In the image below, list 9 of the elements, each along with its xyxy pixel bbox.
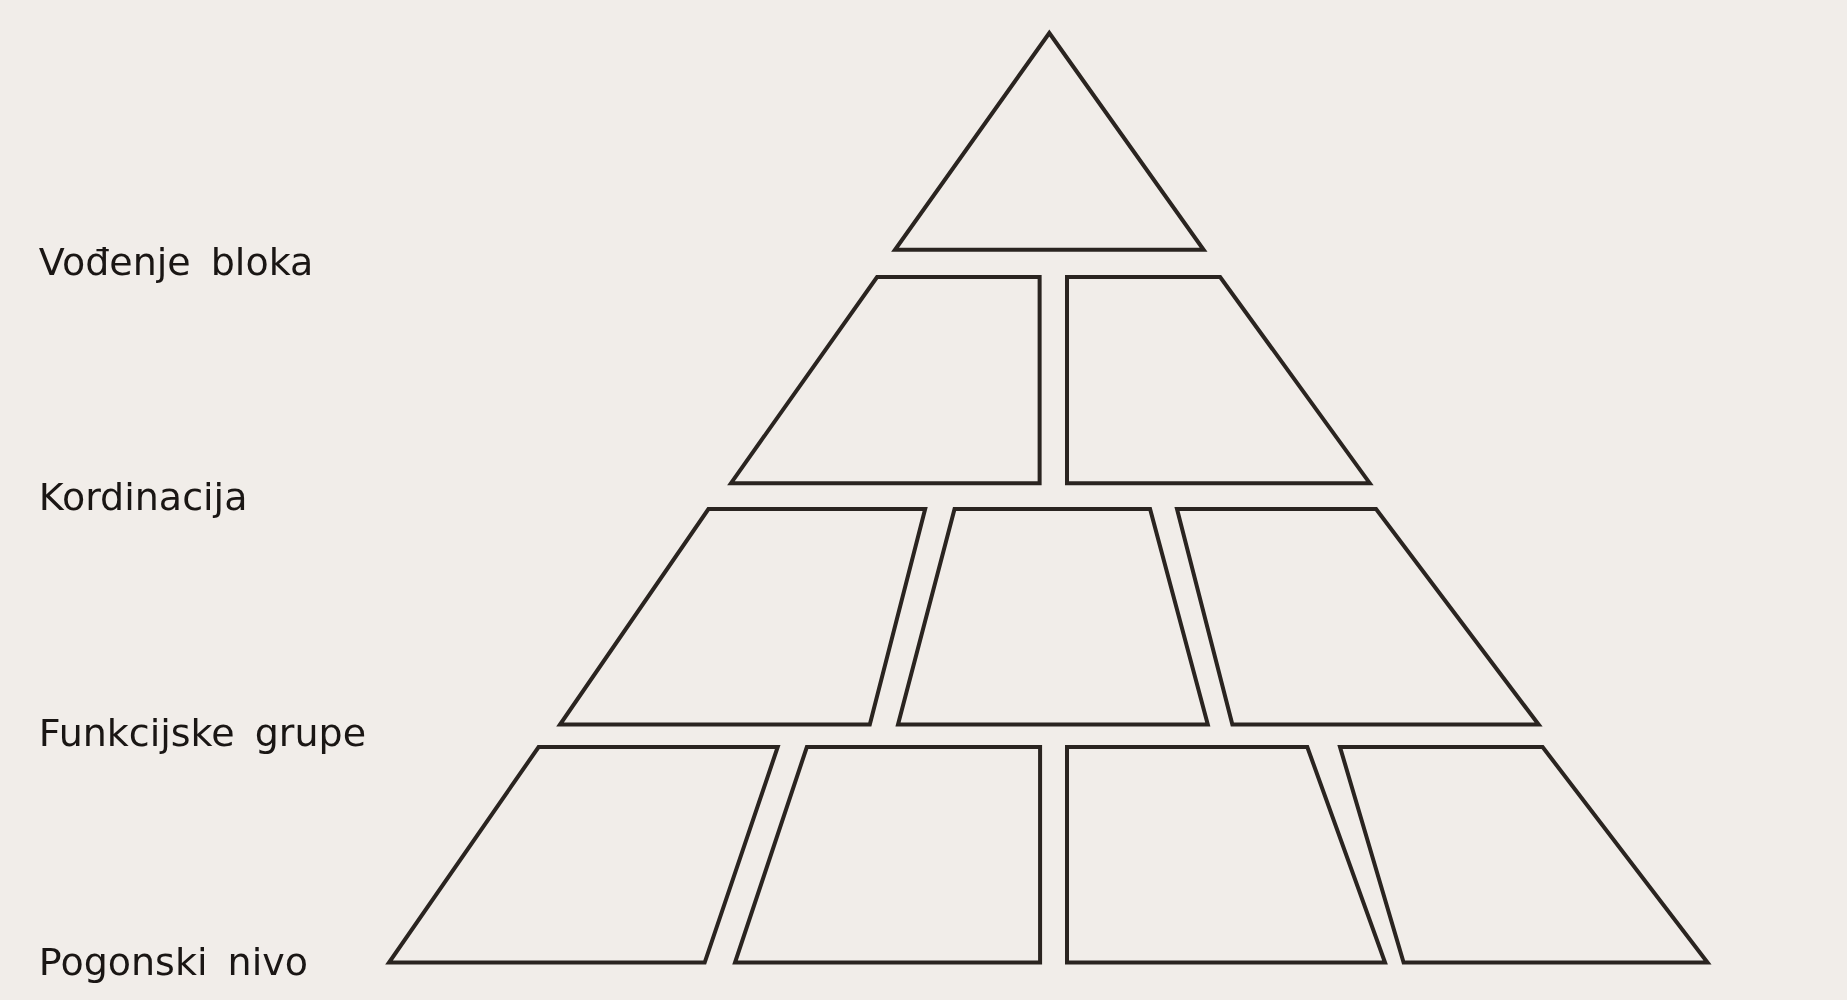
level-label: Vođenje bloka xyxy=(38,239,314,284)
pyramid-block xyxy=(735,746,1041,963)
pyramid-block xyxy=(388,746,778,963)
level-label: Kordinacija xyxy=(38,475,248,520)
pyramid-block xyxy=(1067,746,1386,963)
level-label: Funkcijske grupe xyxy=(38,710,367,755)
pyramid-block xyxy=(897,508,1208,725)
pyramid-block xyxy=(559,508,925,725)
level-label: Pogonski nivo xyxy=(38,940,308,985)
